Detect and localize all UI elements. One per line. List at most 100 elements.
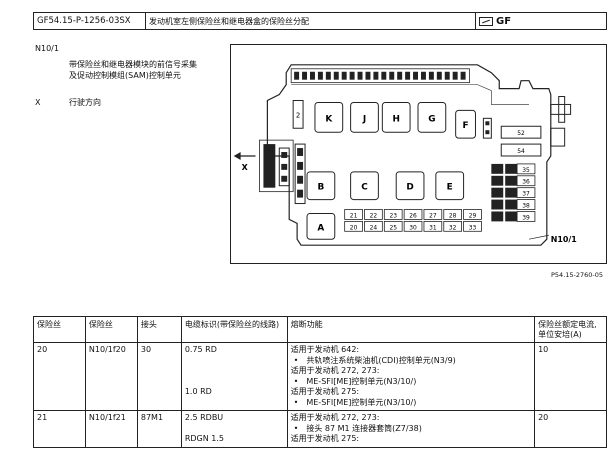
direction-x-label: X [242,163,248,172]
function-bullet: ME-SFI[ME]控制单元(N3/10/) [291,377,531,388]
strip-fuse [397,71,403,80]
relay-k [314,101,344,133]
relay-d [395,171,425,201]
strip-fuse [309,71,315,80]
module-label: N10/1 [551,235,577,244]
gf-flag: GF [476,13,606,29]
fuse-label: 26 [409,212,417,219]
fuse-label: 20 [350,224,358,231]
figure-reference: P54.15-2760-05 [551,271,604,279]
strip-fuse [460,71,466,80]
relay-label: J [362,114,366,124]
col-header: 保险丝额定电流,单位安培(A) [534,316,607,343]
relay-label: D [406,183,413,193]
strip-fuse [341,71,347,80]
fuse-label: 22 [370,212,378,219]
fuse-26 [403,209,423,220]
relay-f [455,109,476,139]
right-fuse-block [491,199,504,210]
strip-fuse [420,71,426,80]
cell-amp: 10 [534,342,607,411]
relay-54-label: 54 [517,148,525,155]
strip-fuse [317,71,323,80]
fuse-37 [516,187,536,198]
fuse-label: 28 [449,212,457,219]
relay-label: B [317,183,324,193]
strip-fuse [444,71,450,80]
fuse-23 [383,209,403,220]
cell-connector: 30 [136,342,182,411]
fuse-30 [403,220,423,232]
fuse-28 [443,209,463,220]
fuse-27 [423,209,443,220]
legend-key-n10: N10/1 [35,44,59,53]
fuse-31 [423,220,443,232]
strip-fuse [365,71,371,80]
fuse-label: 23 [389,212,397,219]
strip-fuse [373,71,379,80]
relay-label: E [447,183,453,193]
col-header: 保险丝 [84,316,138,343]
relay-label: G [428,114,435,124]
strip-fuse [413,71,419,80]
cell-no: 21 [33,410,86,448]
table-header-row: 保险丝 保险丝 接头 电缆标识(带保险丝的线路) 熔断功能 保险丝额定电流,单位… [33,316,607,343]
fuse-29 [463,209,482,220]
document-title: 发动机室左侧保险丝和继电器盒的保险丝分配 [146,13,476,29]
gf-icon [479,16,493,26]
fuse-35 [516,163,536,175]
fuse-label: 30 [409,224,417,231]
strip-fuse [381,71,387,80]
fuse-label: 24 [370,224,378,231]
cell-fuse: N10/1f21 [84,410,138,448]
legend-text-n10: 带保险丝和继电器模块的前信号采集 及促动控制模组(SAM)控制单元 [69,59,197,81]
legend-line: 及促动控制模组(SAM)控制单元 [69,71,181,80]
relay-2-label: 2 [296,111,300,119]
right-fuse-block [505,199,518,210]
relay-52-label: 52 [517,130,525,137]
cable-line: 2.5 RDBU [184,413,224,422]
right-fuse-block [491,211,504,222]
fuse-32 [443,220,463,232]
fuse-label: 29 [469,212,477,219]
fuse-label: 31 [429,224,437,231]
relay-j [350,101,379,133]
gf-label: GF [496,15,512,27]
legend-text-x: 行驶方向 [69,98,101,107]
strip-fuse [428,71,434,80]
fuse-36 [516,175,536,187]
right-fuse-block [491,163,504,174]
fuse-label: 36 [522,179,530,186]
fuse-22 [364,209,383,220]
col-header: 电缆标识(带保险丝的线路) [180,316,288,343]
fuse-20 [344,220,363,232]
relay-label: F [463,121,469,131]
cell-function: 适用于发动机 642:共轨喷注系统柴油机(CDI)控制单元(N3/9)适用于发动… [286,342,536,411]
fuse-25 [383,220,403,232]
right-fuse-block [505,211,518,222]
function-line: 适用于发动机 275: [290,434,360,443]
function-line: 适用于发动机 272, 273: [290,413,380,422]
strip-fuse [302,71,308,80]
strip-fuse [452,71,458,80]
cell-connector: 87M1 [136,410,182,448]
cable-line [185,424,284,435]
strip-fuse [294,71,300,80]
right-fuse-block [505,163,518,174]
fuse-33 [463,220,482,232]
strip-fuse [325,71,331,80]
col-header: 接头 [136,316,182,343]
cable-line [185,356,284,367]
fuse-label: 21 [350,212,358,219]
cell-fuse: N10/1f20 [84,342,138,411]
relay-h [381,101,411,133]
fuse-label: 39 [522,214,530,221]
fuse-38 [516,199,536,210]
top-fuse-strip [290,68,470,84]
fuse-21 [344,209,363,220]
fuse-table: 保险丝 保险丝 接头 电缆标识(带保险丝的线路) 熔断功能 保险丝额定电流,单位… [33,316,607,448]
fuse-24 [364,220,383,232]
